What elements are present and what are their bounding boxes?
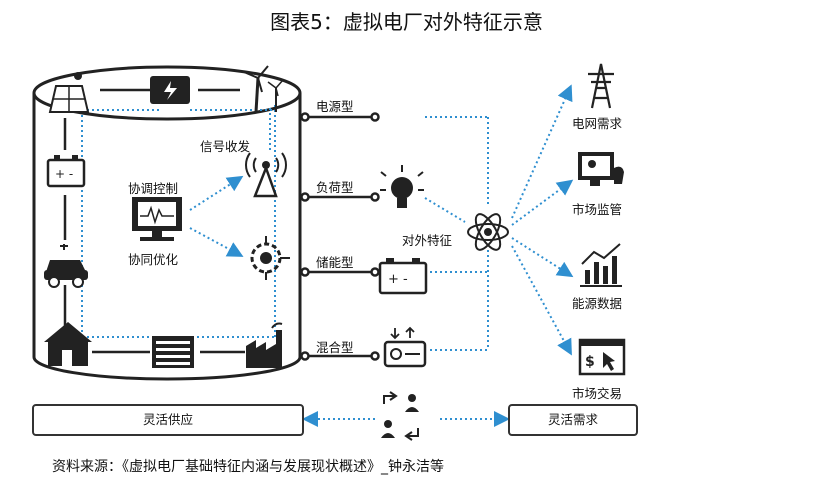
gear-icon	[250, 236, 290, 280]
exchange-people-icon	[381, 391, 419, 441]
wind-turbine-icon	[243, 65, 284, 113]
page-title: 图表5：虚拟电厂对外特征示意	[270, 10, 543, 34]
type-storage: 储能型	[316, 255, 354, 270]
signal-tower-icon	[245, 152, 287, 198]
cylinder	[32, 65, 302, 381]
type-connectors	[300, 112, 380, 361]
trading-screen-icon: $	[578, 338, 626, 376]
computer-icon	[132, 197, 182, 241]
market-regulation-label: 市场监管	[572, 202, 623, 217]
signal-label: 信号收发	[200, 139, 251, 154]
svg-text:+ -: + -	[388, 272, 408, 287]
battery-icon: + -	[46, 155, 86, 188]
battery-charger-icon	[150, 76, 190, 104]
atom-icon	[467, 213, 509, 251]
svg-text:$: $	[585, 354, 595, 370]
inner-connection-lines	[63, 88, 245, 354]
type-load: 负荷型	[316, 180, 354, 195]
lightbulb-icon	[380, 165, 424, 208]
house-icon	[44, 322, 92, 366]
type-hybrid: 混合型	[316, 340, 354, 355]
monitor-icon	[578, 152, 624, 186]
factory-icon	[246, 322, 283, 368]
source-note: 资料来源：《虚拟电厂基础特征内涵与发展现状概述》_钟永洁等	[52, 459, 444, 475]
flexible-supply-label: 灵活供应	[142, 412, 193, 427]
solar-panel-icon	[48, 72, 90, 113]
office-building-icon	[152, 336, 194, 368]
storage-battery-icon: + -	[378, 258, 428, 295]
bar-chart-icon	[580, 243, 622, 287]
meter-icon	[383, 326, 427, 368]
optimization-label: 协同优化	[128, 252, 179, 267]
flexible-demand-label: 灵活需求	[547, 412, 598, 427]
svg-text:+ -: + -	[55, 167, 73, 181]
coordination-label: 协调控制	[128, 181, 179, 196]
market-trading-label: 市场交易	[572, 386, 623, 401]
electric-car-icon	[44, 244, 88, 288]
center-label: 对外特征	[402, 233, 453, 248]
right-arrows	[511, 84, 574, 356]
energy-data-label: 能源数据	[572, 296, 623, 311]
flexible-demand-box: 灵活需求	[508, 404, 638, 436]
flexible-supply-box: 灵活供应	[32, 404, 304, 436]
grid-demand-label: 电网需求	[572, 116, 623, 131]
power-tower-icon	[588, 63, 614, 109]
type-dotted-lines	[424, 116, 489, 351]
type-power-source: 电源型	[316, 99, 354, 114]
